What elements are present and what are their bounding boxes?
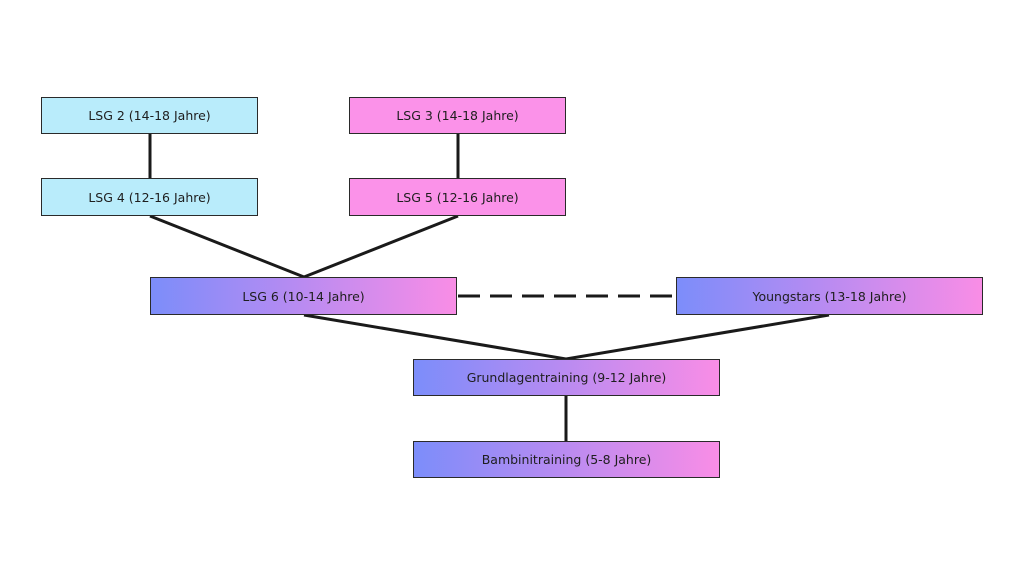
node-lsg4: LSG 4 (12-16 Jahre) xyxy=(41,178,258,216)
connector-lsg4-lsg6 xyxy=(149,214,305,279)
connector-lsg5-lsg6 xyxy=(303,214,459,279)
node-lsg6: LSG 6 (10-14 Jahre) xyxy=(150,277,457,315)
node-grundlagentraining-label: Grundlagentraining (9-12 Jahre) xyxy=(466,370,667,385)
node-lsg4-label: LSG 4 (12-16 Jahre) xyxy=(88,189,211,205)
node-youngstars-label: Youngstars (13-18 Jahre) xyxy=(752,288,907,304)
connector-youngstars-grundlagen xyxy=(565,313,830,361)
node-lsg3: LSG 3 (14-18 Jahre) xyxy=(349,97,566,134)
node-bambinitraining-label: Bambinitraining (5-8 Jahre) xyxy=(481,452,652,467)
node-lsg3-label: LSG 3 (14-18 Jahre) xyxy=(396,108,519,123)
node-bambinitraining: Bambinitraining (5-8 Jahre) xyxy=(413,441,720,478)
node-lsg2-label: LSG 2 (14-18 Jahre) xyxy=(88,108,211,123)
node-lsg6-label: LSG 6 (10-14 Jahre) xyxy=(242,288,365,304)
node-lsg5: LSG 5 (12-16 Jahre) xyxy=(349,178,566,216)
node-lsg2: LSG 2 (14-18 Jahre) xyxy=(41,97,258,134)
connector-lsg6-grundlagen xyxy=(303,313,567,361)
node-youngstars: Youngstars (13-18 Jahre) xyxy=(676,277,983,315)
node-lsg5-label: LSG 5 (12-16 Jahre) xyxy=(396,189,519,205)
node-grundlagentraining: Grundlagentraining (9-12 Jahre) xyxy=(413,359,720,396)
